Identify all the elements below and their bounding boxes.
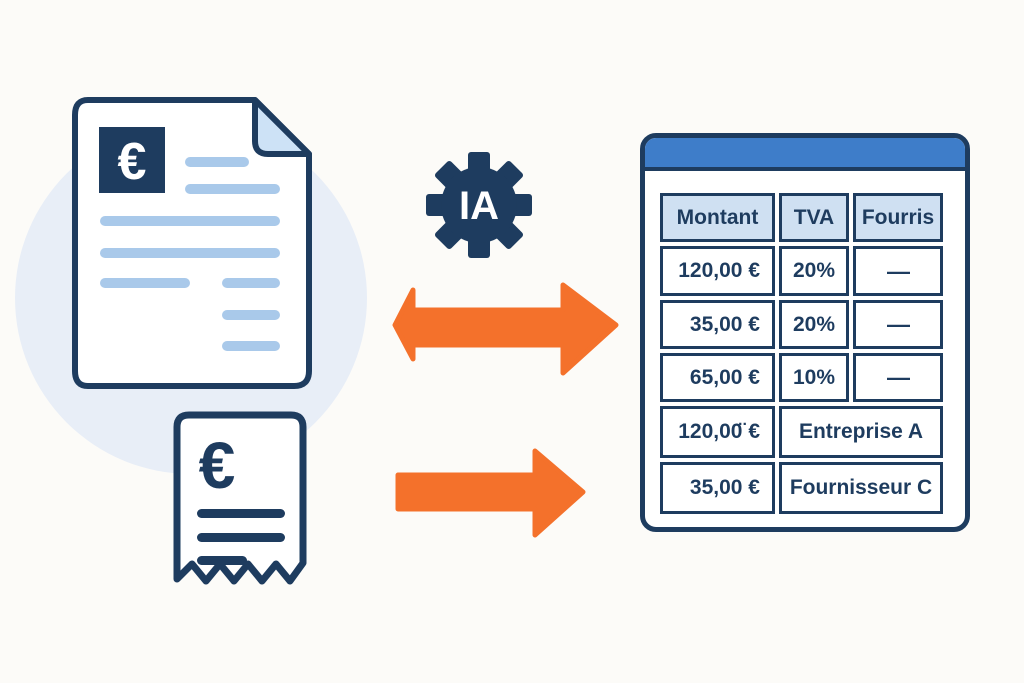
cell-tva: 10% <box>779 353 849 402</box>
cell-montant: 35,00 € <box>660 462 775 514</box>
invoice-document-icon: € <box>72 97 312 389</box>
receipt-euro-symbol: € <box>199 428 236 502</box>
cell-fournisseur-merged: Entreprise A <box>779 406 943 458</box>
receipt-icon: € <box>173 411 307 585</box>
column-header-fournisseur: Fourris <box>853 193 943 242</box>
euro-badge <box>99 127 165 193</box>
cell-fournisseur-merged: Fournisseur C <box>779 462 943 514</box>
cell-montant: 120,00 € <box>660 246 775 296</box>
ai-gear-icon: IA <box>426 152 532 258</box>
cell-fournisseur: — <box>853 300 943 349</box>
cell-tva: 20% <box>779 300 849 349</box>
cell-tva: 20% <box>779 246 849 296</box>
arrow-bottom-icon <box>395 448 586 538</box>
column-header-tva: TVA <box>779 193 849 242</box>
cell-fournisseur: — <box>853 246 943 296</box>
extraction-table: Montant TVA Fourris 120,00 € 20% — 35,00… <box>660 193 943 514</box>
cell-montant: 65,00 € <box>660 353 775 402</box>
folded-corner <box>252 97 312 157</box>
gear-ia-label: IA <box>459 184 499 228</box>
arrow-top-icon <box>392 282 619 376</box>
cell-montant: 35,00 € <box>660 300 775 349</box>
gear-body <box>441 167 517 243</box>
result-table-window: Montant TVA Fourris 120,00 € 20% — 35,00… <box>640 133 970 532</box>
document-text-lines <box>100 157 280 351</box>
cell-montant: 120,00̈ € <box>660 406 775 458</box>
column-header-montant: Montant <box>660 193 775 242</box>
receipt-text-lines <box>197 509 285 565</box>
cell-fournisseur: — <box>853 353 943 402</box>
euro-badge-symbol: € <box>118 133 147 191</box>
window-titlebar <box>645 138 965 171</box>
